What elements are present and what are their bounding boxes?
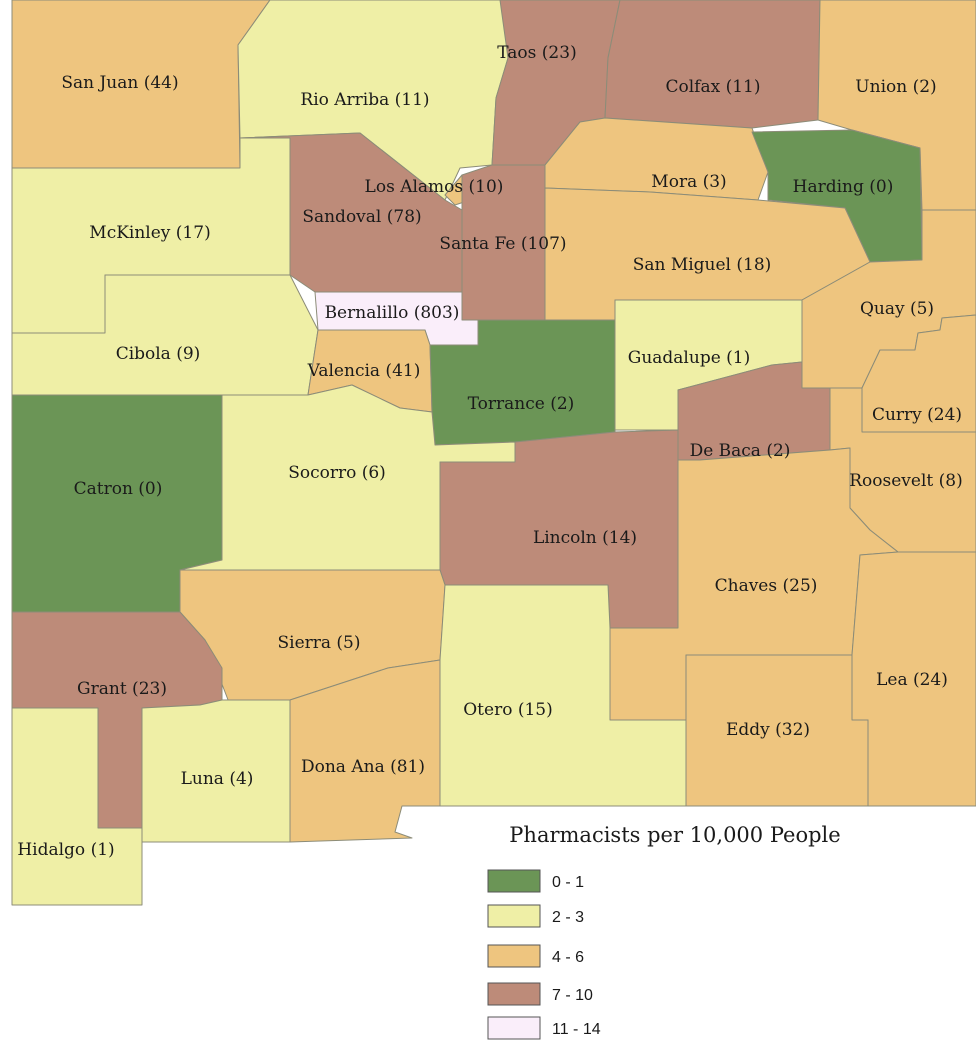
label-sierra: Sierra (5) bbox=[277, 633, 360, 653]
label-hidalgo: Hidalgo (1) bbox=[17, 840, 114, 860]
county-colfax bbox=[604, 0, 821, 129]
label-valencia: Valencia (41) bbox=[307, 361, 421, 381]
legend-label: 4 - 6 bbox=[552, 949, 584, 966]
county-labels: San Juan (44) Rio Arriba (11) Taos (23) … bbox=[17, 43, 962, 860]
label-mora: Mora (3) bbox=[651, 172, 726, 192]
label-taos: Taos (23) bbox=[497, 43, 576, 63]
legend-label: 11 - 14 bbox=[552, 1021, 601, 1038]
legend-label: 7 - 10 bbox=[552, 987, 593, 1004]
legend-swatch-0 bbox=[487, 869, 541, 893]
label-san-juan: San Juan (44) bbox=[61, 73, 178, 93]
label-union: Union (2) bbox=[855, 77, 936, 97]
label-quay: Quay (5) bbox=[860, 299, 934, 319]
legend-label: 0 - 1 bbox=[552, 874, 584, 891]
label-de-baca: De Baca (2) bbox=[690, 441, 791, 461]
legend-title: Pharmacists per 10,000 People bbox=[509, 823, 840, 847]
label-grant: Grant (23) bbox=[77, 679, 167, 699]
label-otero: Otero (15) bbox=[463, 700, 553, 720]
county-dona-ana bbox=[289, 659, 441, 843]
label-catron: Catron (0) bbox=[74, 479, 163, 499]
label-bernalillo: Bernalillo (803) bbox=[325, 303, 460, 323]
county-eddy bbox=[685, 654, 869, 807]
label-lea: Lea (24) bbox=[876, 670, 948, 690]
label-chaves: Chaves (25) bbox=[715, 576, 818, 596]
label-sandoval: Sandoval (78) bbox=[302, 207, 421, 227]
label-colfax: Colfax (11) bbox=[666, 77, 761, 97]
label-santa-fe: Santa Fe (107) bbox=[439, 234, 566, 254]
label-harding: Harding (0) bbox=[793, 177, 894, 197]
map-legend: Pharmacists per 10,000 People 0 - 1 2 - … bbox=[487, 823, 841, 1040]
legend-item: 11 - 14 bbox=[487, 1016, 601, 1040]
label-cibola: Cibola (9) bbox=[116, 344, 201, 364]
county-shapes bbox=[11, 0, 976, 906]
legend-item: 0 - 1 bbox=[487, 869, 584, 893]
legend-swatch-1 bbox=[487, 904, 541, 928]
label-curry: Curry (24) bbox=[872, 405, 962, 425]
legend-swatch-3 bbox=[487, 982, 541, 1006]
label-eddy: Eddy (32) bbox=[726, 720, 810, 740]
label-luna: Luna (4) bbox=[181, 769, 254, 789]
legend-swatch-2 bbox=[487, 944, 541, 968]
label-mckinley: McKinley (17) bbox=[89, 223, 210, 243]
label-guadalupe: Guadalupe (1) bbox=[628, 348, 751, 368]
legend-item: 4 - 6 bbox=[487, 944, 584, 968]
legend-item: 2 - 3 bbox=[487, 904, 584, 928]
legend-swatch-4 bbox=[487, 1016, 541, 1040]
label-socorro: Socorro (6) bbox=[288, 463, 386, 483]
legend-label: 2 - 3 bbox=[552, 909, 584, 926]
label-rio-arriba: Rio Arriba (11) bbox=[300, 90, 429, 110]
label-dona-ana: Dona Ana (81) bbox=[301, 757, 425, 777]
label-san-miguel: San Miguel (18) bbox=[633, 255, 772, 275]
county-hidalgo bbox=[11, 707, 143, 906]
legend-item: 7 - 10 bbox=[487, 982, 593, 1006]
label-los-alamos: Los Alamos (10) bbox=[365, 177, 504, 197]
label-torrance: Torrance (2) bbox=[468, 394, 575, 414]
label-roosevelt: Roosevelt (8) bbox=[849, 471, 962, 491]
label-lincoln: Lincoln (14) bbox=[533, 528, 637, 548]
